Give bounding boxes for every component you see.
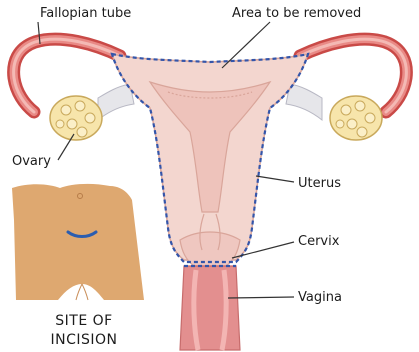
abdomen-silhouette (12, 184, 144, 300)
fallopian-tube-label: Fallopian tube (40, 6, 131, 21)
right-ovary (330, 96, 382, 140)
vagina (180, 266, 240, 350)
ovary-label: Ovary (12, 154, 51, 169)
left-ovary (50, 96, 102, 140)
uterus (112, 54, 308, 266)
area-to-be-removed-label: Area to be removed (232, 6, 361, 21)
vagina-label: Vagina (298, 290, 342, 305)
cervix-label: Cervix (298, 234, 339, 249)
site-of-incision-line1: SITE OF (24, 312, 144, 330)
uterus-label: Uterus (298, 176, 341, 191)
site-of-incision-line2: INCISION (24, 331, 144, 349)
